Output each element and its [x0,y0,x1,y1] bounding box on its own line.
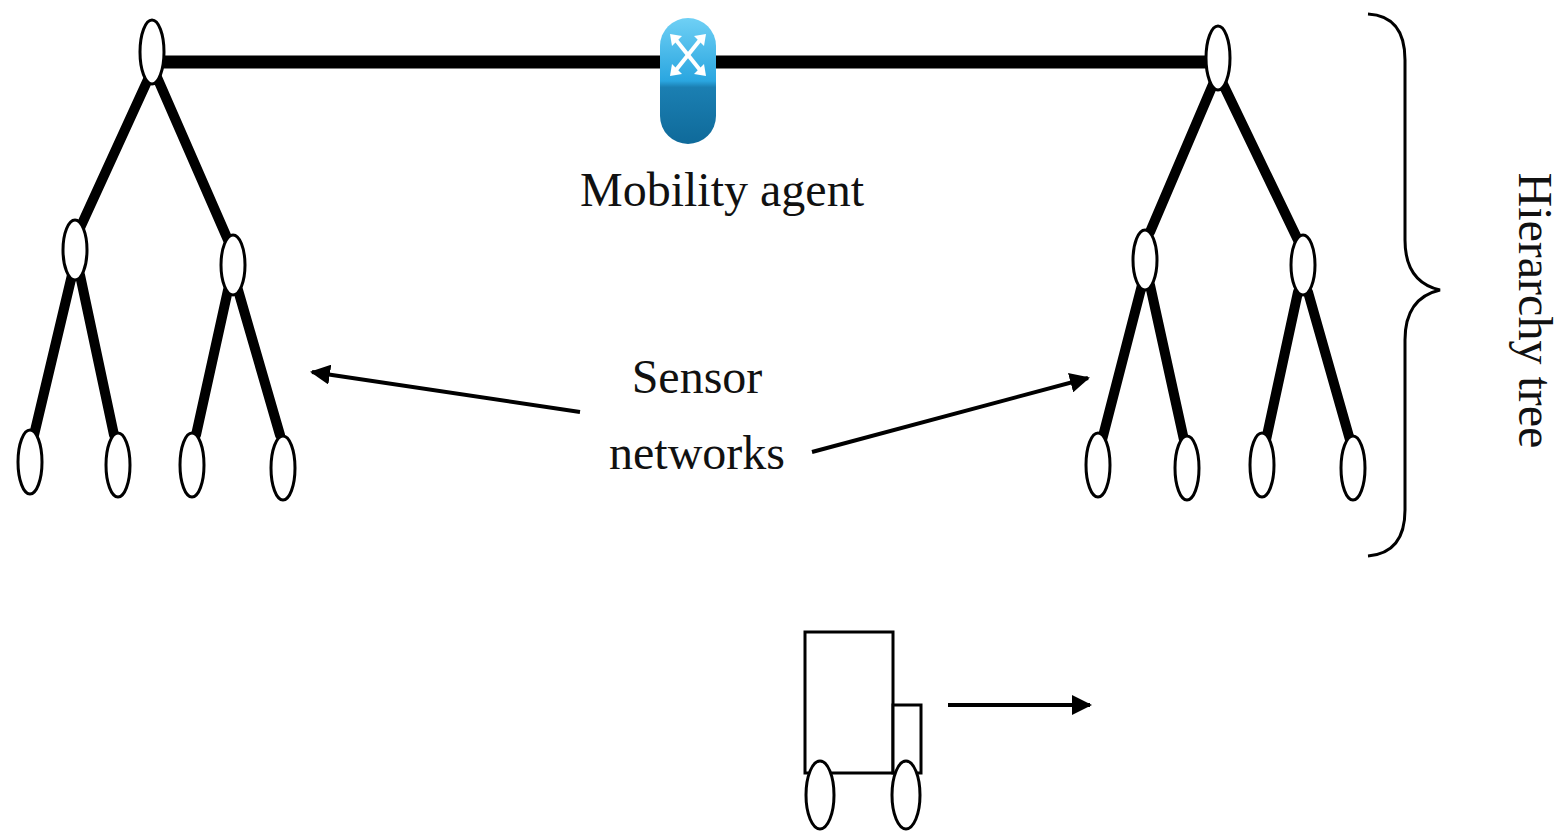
agent-label: Mobility agent [580,164,864,217]
network-label: Sensor networks [582,339,812,491]
mobility-agent-icon [660,18,716,144]
hierarchy-label: Hierarchy tree [1509,172,1562,448]
pointer-arrow [312,372,580,412]
vehicle [805,632,921,829]
brace [1368,14,1440,556]
motion-arrow [948,703,1090,707]
pointer-arrow [812,378,1088,452]
